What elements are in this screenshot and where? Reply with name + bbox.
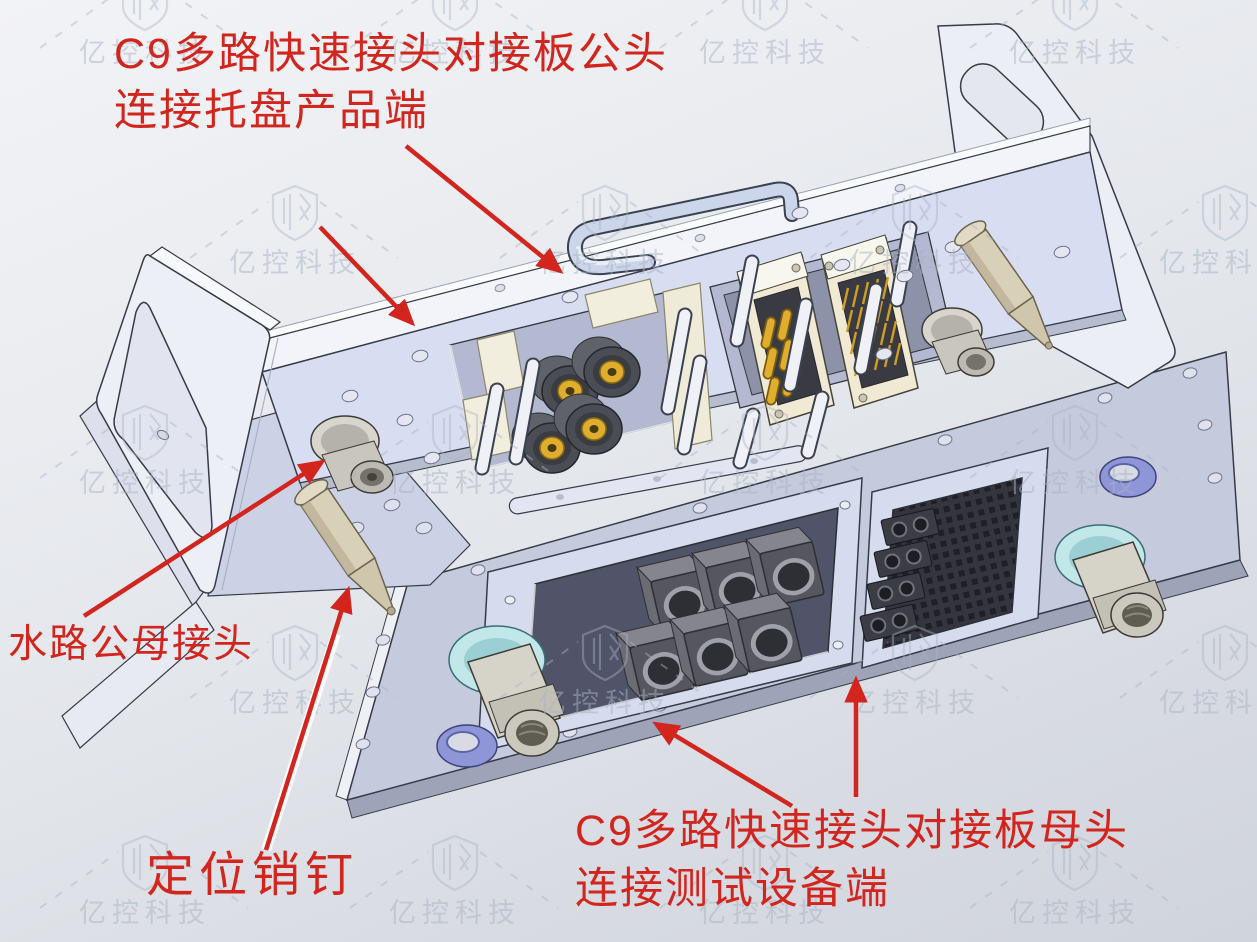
water-quick-connectors bbox=[511, 336, 641, 474]
label-male-plate: C9多路快速接头对接板公头 连接托盘产品端 bbox=[114, 26, 668, 140]
water-quick-connector bbox=[571, 336, 641, 398]
o-ring-blue-left bbox=[436, 724, 498, 768]
guide-pin-rods bbox=[474, 220, 918, 476]
o-ring-blue-right bbox=[1099, 456, 1157, 498]
label-female-line1: C9多路快速接头对接板母头 bbox=[575, 807, 1129, 855]
coolant-fitting-lower-left bbox=[448, 625, 565, 757]
lower-plate-assembly bbox=[335, 351, 1249, 819]
label-female-line2: 连接测试设备端 bbox=[575, 865, 890, 913]
water-fitting-upper-left bbox=[310, 415, 394, 494]
coolant-tube bbox=[567, 181, 800, 276]
female-block bbox=[745, 526, 825, 609]
valve-blocks bbox=[859, 508, 940, 642]
label-male-line2: 连接托盘产品端 bbox=[114, 87, 429, 135]
locating-pin-right bbox=[954, 220, 1053, 350]
label-water-connector: 水路公母接头 bbox=[8, 623, 255, 666]
water-quick-connector bbox=[553, 393, 623, 455]
bracket-foot bbox=[61, 601, 215, 749]
female-block bbox=[723, 592, 803, 675]
label-female-plate: C9多路快速接头对接板母头 连接测试设备端 bbox=[575, 802, 1129, 918]
label-male-line1: C9多路快速接头对接板公头 bbox=[114, 30, 668, 78]
connector-frame-right bbox=[859, 447, 1049, 670]
label-locating-pin: 定位销钉 bbox=[146, 849, 359, 902]
coolant-fitting-lower-right bbox=[1054, 524, 1167, 638]
band-holes bbox=[494, 183, 906, 293]
water-fitting-upper-right bbox=[921, 307, 995, 377]
female-connector-blocks bbox=[615, 526, 825, 703]
